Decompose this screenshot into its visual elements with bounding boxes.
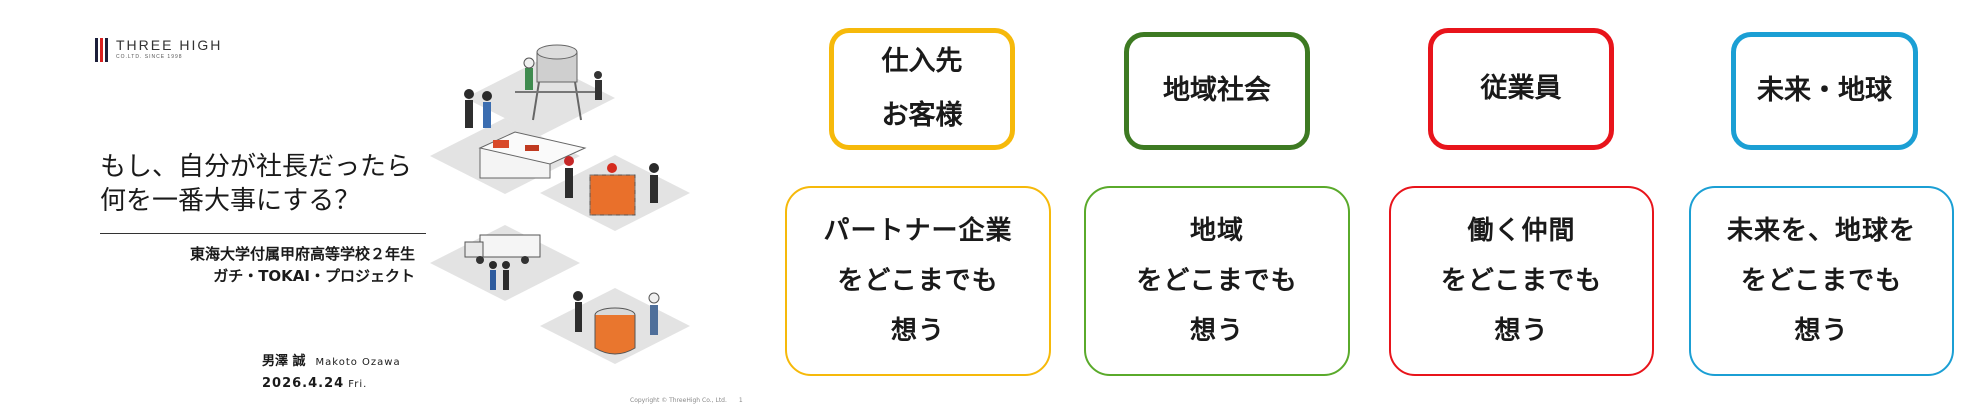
category-box: 地域社会: [1124, 32, 1310, 150]
date-value: 2026.4.24: [262, 376, 345, 391]
subtitle-line: 東海大学付属甲府高等学校２年生: [189, 245, 415, 263]
description-line: をどこまでも: [837, 266, 999, 296]
description-line: 未来を、地球を: [1726, 216, 1916, 246]
description-line: パートナー企業: [823, 216, 1013, 246]
description-line: をどこまでも: [1136, 266, 1298, 296]
category-box: 未来・地球: [1731, 32, 1918, 150]
category-box: 仕入先 お客様: [829, 28, 1015, 150]
category-line: 従業員: [1480, 73, 1562, 104]
category-line: お客様: [881, 100, 963, 131]
title-line: 何を一番大事にする？: [100, 186, 361, 216]
author: 男澤 誠 Makoto Ozawa: [262, 350, 401, 369]
category-line: 未来・地球: [1757, 75, 1892, 106]
logo-name: THREE HIGH: [116, 37, 223, 53]
description-line: 想う: [1794, 316, 1849, 346]
slide-title: もし、自分が社長だったら 何を一番大事にする？: [100, 150, 412, 218]
page-number: 1: [738, 397, 743, 404]
category-box: 従業員: [1428, 28, 1614, 150]
description-line: 想う: [1494, 316, 1549, 346]
copyright: Copyright © ThreeHigh Co., Ltd. 1: [630, 397, 743, 404]
title-slide: THREE HIGH CO.LTD. SINCE 1998 もし、自分が社長だっ…: [0, 0, 765, 404]
subtitle-line: ガチ・TOKAI・プロジェクト: [213, 267, 415, 285]
date-day: Fri.: [348, 379, 368, 390]
description-box: 働く仲間 をどこまでも 想う: [1389, 186, 1654, 376]
logo-tagline: CO.LTD. SINCE 1998: [116, 54, 183, 60]
category-line: 地域社会: [1163, 75, 1271, 106]
isometric-factory-scenes-icon: [430, 44, 690, 364]
description-line: をどこまでも: [1440, 266, 1603, 296]
description-box: 未来を、地球を をどこまでも 想う: [1689, 186, 1954, 376]
description-box: パートナー企業 をどこまでも 想う: [785, 186, 1051, 376]
category-line: 仕入先: [881, 46, 963, 77]
author-name: 男澤 誠: [262, 354, 306, 369]
title-line: もし、自分が社長だったら: [100, 152, 413, 182]
description-line: 想う: [890, 316, 945, 346]
description-line: 想う: [1189, 316, 1244, 346]
logo-mark-icon: [95, 38, 108, 62]
description-line: 働く仲間: [1467, 216, 1576, 246]
author-name-en: Makoto Ozawa: [315, 357, 401, 368]
copyright-text: Copyright © ThreeHigh Co., Ltd.: [630, 397, 727, 404]
title-divider: [100, 233, 426, 234]
description-line: 地域: [1189, 216, 1244, 246]
description-line: をどこまでも: [1740, 266, 1903, 296]
description-box: 地域 をどこまでも 想う: [1084, 186, 1350, 376]
slide-subtitle: 東海大学付属甲府高等学校２年生 ガチ・TOKAI・プロジェクト: [100, 243, 415, 287]
company-logo: THREE HIGH CO.LTD. SINCE 1998: [95, 38, 222, 62]
